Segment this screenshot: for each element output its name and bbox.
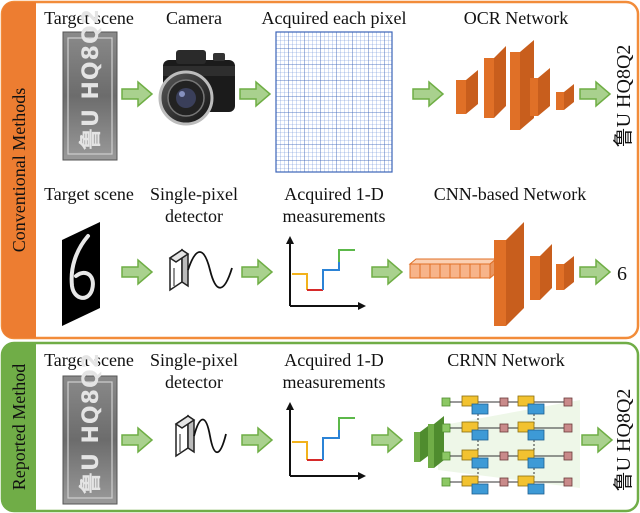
row1-network-label: OCR Network (464, 8, 569, 28)
row3-measure-label-1: Acquired 1-D (284, 350, 383, 370)
row3-detector-label-1: Single-pixel (150, 350, 238, 370)
row2-detector-label-2: detector (165, 206, 223, 226)
row3-crnn-network (414, 395, 580, 495)
row2-measure-label-1: Acquired 1-D (284, 184, 383, 204)
row2-signal-plot (286, 236, 366, 310)
row3-target-label: Target scene (44, 350, 134, 370)
row3-detector-icon (174, 414, 227, 458)
pixel-grid (275, 31, 393, 173)
reported-side-band (2, 343, 36, 511)
row1-target-label: Target scene (44, 8, 134, 28)
row3-signal-plot (286, 402, 366, 480)
ocr-network (456, 40, 574, 130)
row1-output: 鲁U HQ8Q2 (612, 45, 635, 148)
row2-measure-label-2: measurements (283, 206, 386, 226)
reported-section: Reported Method Target scene Single-pixe… (0, 341, 640, 513)
conventional-section: Conventional Methods Target scene Camera… (0, 0, 640, 340)
row2-output: 6 (617, 263, 627, 285)
row2-detector-label-1: Single-pixel (150, 184, 238, 204)
row2-cnn-network (408, 222, 574, 326)
svg-text:鲁U HQ8Q2: 鲁U HQ8Q2 (78, 352, 104, 495)
crnn-output-nodes (499, 397, 573, 487)
row1-acquired-label: Acquired each pixel (262, 8, 407, 28)
row3-detector-label-2: detector (165, 372, 223, 392)
reported-label: Reported Method (9, 364, 29, 490)
camera-icon (158, 50, 235, 126)
row1-camera-label: Camera (166, 8, 222, 28)
row2-detector-icon (168, 248, 233, 292)
svg-text:鲁U HQ8Q2: 鲁U HQ8Q2 (78, 8, 104, 151)
row1-plate-image: 鲁U HQ8Q2 (62, 8, 118, 161)
row3-measure-label-2: measurements (283, 372, 386, 392)
crnn-lstm-cells (461, 395, 545, 495)
row2-network-label: CNN-based Network (434, 184, 586, 204)
row2-digit-image (62, 222, 100, 326)
conventional-side-band (2, 2, 36, 338)
conventional-label: Conventional Methods (9, 88, 29, 253)
row3-plate-image: 鲁U HQ8Q2 (62, 352, 118, 505)
row3-output: 鲁U HQ8Q2 (612, 389, 635, 492)
row3-network-label: CRNN Network (447, 350, 565, 370)
row2-target-label: Target scene (44, 184, 134, 204)
